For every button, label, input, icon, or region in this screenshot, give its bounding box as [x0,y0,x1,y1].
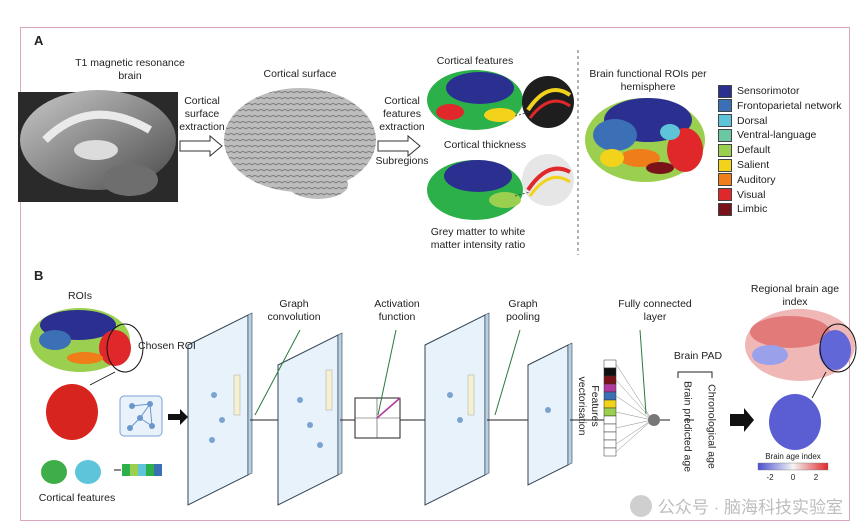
fc-lines [615,363,653,453]
brain-pad-bracket [677,371,713,378]
legend-swatch [718,158,732,172]
legend-item: Ventral-language [718,128,816,142]
colorbar-tick-mid: 0 [790,473,796,482]
regional-roi-circle [819,323,857,373]
legend-item: Dorsal [718,114,767,128]
graph-icon [119,395,163,437]
surface-extraction-label: Cortical surface extraction [179,95,225,133]
functional-rois-brain [585,98,705,182]
intensity-ratio-brain [427,160,523,220]
legend-item: Sensorimotor [718,84,799,98]
t1-mri-image [18,90,178,202]
arrow-to-gcn [168,409,188,425]
legend-item: Frontoparietal network [718,99,841,113]
rois-label: ROIs [68,290,92,302]
colorbar-tick-max: 2 [813,473,819,482]
legend-swatch [718,202,732,216]
cortical-features-blobs [41,460,101,484]
activation-box [354,397,401,439]
cortical-thickness-brain [427,70,523,130]
roi-connector [89,371,116,386]
legend-swatch [718,128,732,142]
legend-label: Salient [737,159,770,171]
activation-function-label: Activation function [374,298,420,323]
legend-swatch [718,173,732,187]
colorbar-title: Brain age index [765,452,821,461]
graph-pooling-label: Graph pooling [506,298,540,323]
legend-label: Default [737,144,771,157]
wechat-icon [629,494,652,517]
legend-swatch [718,99,732,113]
feature-strip [114,464,162,476]
cortical-thickness-label: Cortical thickness [443,139,527,151]
grey-white-label: Grey matter to white matter intensity ra… [430,226,526,251]
rois-title: Brain functional ROIs per hemisphere [589,68,707,93]
legend-item: Visual [718,188,765,202]
cortical-features-label: Cortical features [436,55,514,67]
chosen-roi-circle [106,323,144,373]
watermark-text: 公众号 · 脑海科技实验室 [657,498,843,517]
cortical-features-b-label: Cortical features [38,492,116,504]
cortical-surface-image [224,88,376,199]
gcn-pointer [254,329,301,416]
regional-roi-connector [811,371,827,399]
legend-label: Frontoparietal network [737,99,842,112]
intensity-ratio-zoom [522,154,574,206]
legend-swatch [718,84,732,98]
features-extraction-label: Cortical features extraction [379,95,425,133]
legend-label: Ventral-language [737,129,817,142]
brain-predicted-age-label: Brain predicted age [681,380,694,473]
legend-item: Auditory [718,173,776,187]
arrow-features-extraction [377,134,421,158]
feature-vector [603,359,617,457]
figure-frame [20,27,850,521]
fc-output-node [648,414,660,426]
gcn-layer-2 [277,332,343,506]
legend-swatch [718,114,732,128]
arrow-to-output [730,408,754,432]
chronological-age-label: Chronological age [705,384,718,469]
subregions-label: Subregions [375,155,429,167]
pooling-layer [527,342,573,486]
panel-a-label: A [34,33,44,48]
legend-item: Default [718,143,770,157]
brain-pad-label: Brain PAD [673,350,723,362]
t1-label: T1 magnetic resonance brain [75,57,185,82]
cortical-thickness-zoom [522,76,574,128]
legend-item: Salient [718,158,769,172]
regional-brain-age-brain [745,309,855,381]
pooling-pointer [494,329,521,416]
legend-swatch [718,143,732,157]
regional-title: Regional brain age index [750,283,840,308]
watermark: 公众号 · 脑海科技实验室 [629,493,843,518]
legend-item: Limbic [718,202,767,216]
graph-convolution-label: Graph convolution [267,298,321,323]
gcn-layer-1 [187,312,253,506]
activation-pointer [377,329,397,416]
chosen-roi-blob [46,384,98,440]
legend-label: Dorsal [737,114,768,127]
cortical-surface-label: Cortical surface [263,68,337,80]
chosen-roi-label: Chosen ROI [138,340,196,352]
arrow-surface-extraction [179,134,223,158]
gcn-layer-3 [424,312,490,506]
features-vectorisation-label: Features vectorisation [576,376,601,436]
legend-label: Sensorimotor [737,85,800,97]
colorbar-tick-min: -2 [766,473,774,482]
legend-label: Limbic [737,203,768,216]
panel-b-label: B [34,268,44,283]
fully-connected-label: Fully connected layer [618,298,692,323]
colorbar [757,462,829,471]
legend-label: Auditory [737,173,776,186]
legend-label: Visual [737,188,766,201]
fc-pointer [639,329,647,415]
legend-swatch [718,188,732,202]
rois-brain [30,308,131,372]
regional-roi-blob [769,394,821,450]
